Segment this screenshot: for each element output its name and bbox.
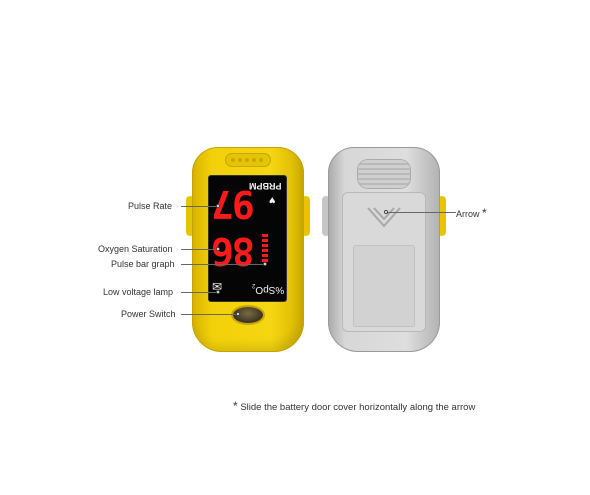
back-finger-grip	[358, 160, 410, 188]
left-side-tab	[186, 196, 194, 236]
power-switch-label: Power Switch	[121, 309, 176, 319]
heart-icon: ♥	[269, 194, 276, 206]
low-voltage-lamp-label: Low voltage lamp	[103, 287, 174, 297]
pulse-bar-graph-leader	[181, 264, 265, 265]
pulse-rate-leader	[181, 206, 218, 207]
footnote: * Slide the battery door cover horizonta…	[233, 399, 475, 413]
pulse-bar-graph	[262, 234, 268, 264]
arrow-pointer	[384, 210, 388, 214]
back-left-side-tab	[322, 196, 330, 236]
pulse-bar-graph-pointer	[263, 262, 267, 266]
power-switch-leader	[181, 314, 237, 315]
right-side-tab	[302, 196, 310, 236]
arrow-leader	[386, 212, 456, 213]
back-right-side-tab	[438, 196, 446, 236]
oxygen-saturation-label: Oxygen Saturation	[98, 244, 173, 254]
pulse-rate-label: Pulse Rate	[128, 201, 173, 211]
arrow-icon	[367, 207, 401, 228]
arrow-label: Arrow *	[456, 206, 487, 220]
low-voltage-lamp-leader	[181, 292, 218, 293]
footnote-text: Slide the battery door cover horizontall…	[240, 402, 476, 413]
battery-door-panel	[353, 245, 415, 327]
low-voltage-lamp-pointer	[216, 290, 220, 294]
pulse-bar-graph-label: Pulse bar graph	[111, 259, 175, 269]
finger-grip	[225, 153, 271, 167]
power-switch-pointer	[236, 312, 240, 316]
pulse-rate-pointer	[216, 204, 220, 208]
spo2-value: 86	[213, 229, 255, 273]
display-screen: PRBPM ♥ 97 86 %SpO2 ✉	[209, 176, 286, 301]
power-button[interactable]	[233, 307, 263, 323]
footnote-star: *	[233, 399, 238, 413]
spo2-label: %SpO2	[252, 282, 285, 295]
oxygen-saturation-pointer	[216, 247, 220, 251]
oxygen-saturation-leader	[181, 249, 218, 250]
